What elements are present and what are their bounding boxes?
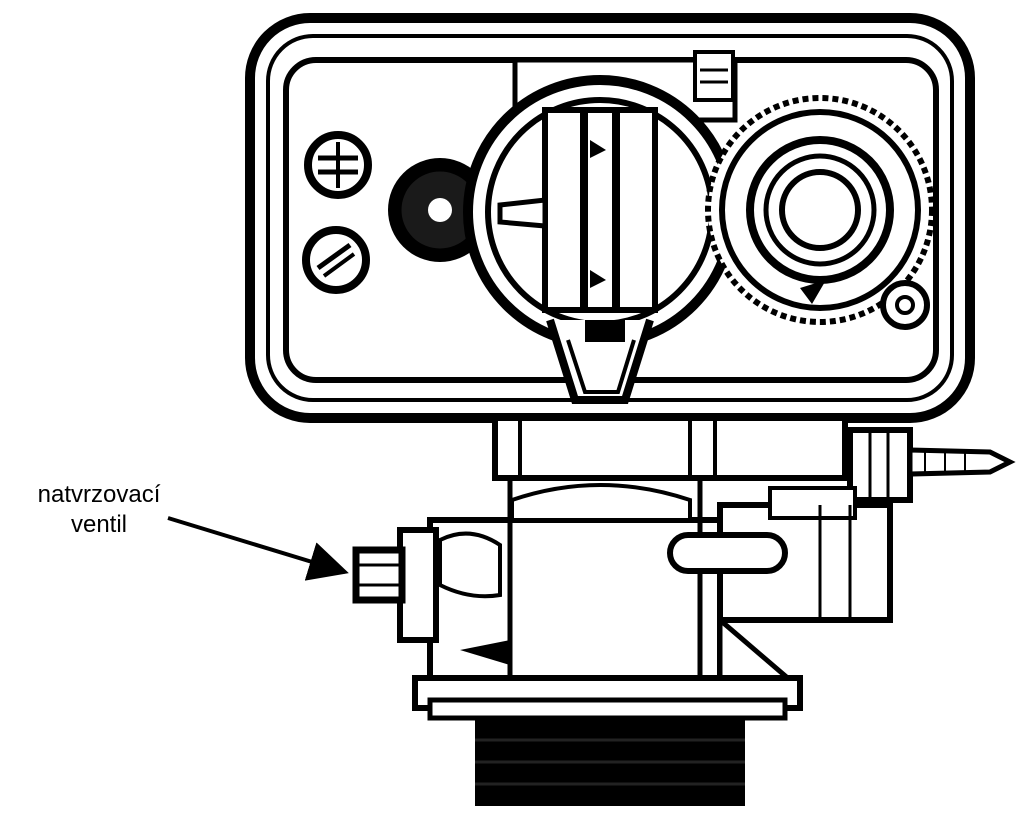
threaded-bottom — [475, 718, 745, 806]
gear-dial — [705, 95, 935, 330]
callout-label-line2: ventil — [70, 511, 128, 538]
small-knob-bottom — [302, 226, 370, 294]
callout-label-line1: natvrzovací — [37, 481, 161, 508]
small-knob-top — [304, 131, 372, 199]
blending-valve — [352, 527, 439, 643]
arrow-icon — [167, 516, 349, 581]
main-dial — [463, 75, 737, 404]
right-fitting — [847, 427, 1016, 503]
valve-neck — [492, 415, 848, 481]
valve-body — [427, 478, 893, 683]
base-flange — [412, 675, 803, 721]
